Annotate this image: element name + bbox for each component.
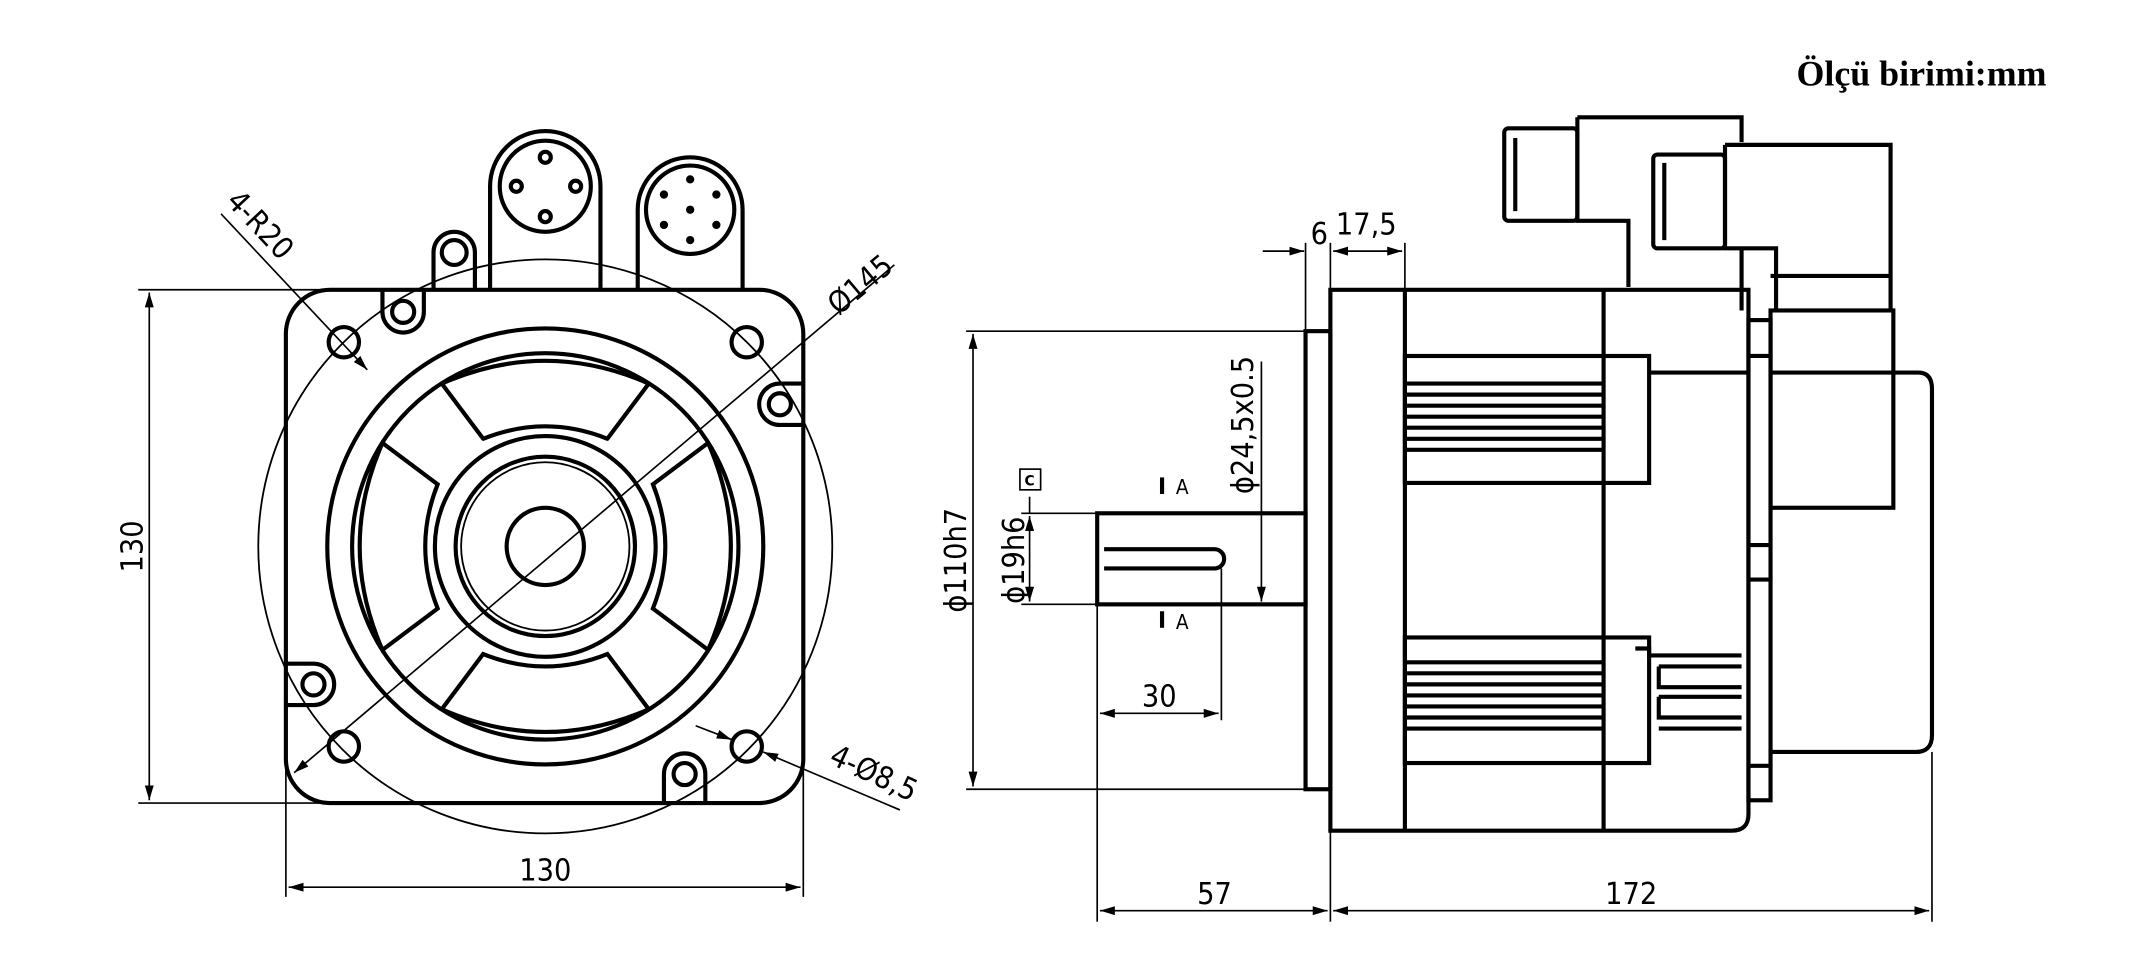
unit-title: Ölçü birimi:mm <box>1797 54 2047 94</box>
section-label-top: A <box>1176 475 1189 499</box>
spoke-windows <box>357 358 733 734</box>
flange-depth-label: 17,5 <box>1336 208 1397 243</box>
bolt-circle-label: Ø145 <box>821 248 900 322</box>
fins-bottom <box>1402 635 1652 766</box>
shaft <box>1095 511 1308 607</box>
side-view: ϕ110h7 ϕ19h6 C ϕ24,5x0.5 A A 6 17,5 30 5… <box>939 115 1935 922</box>
connector-power <box>488 129 603 290</box>
front-view: 130 130 Ø145 4-R20 4-Ø8,5 <box>115 129 923 897</box>
outer-ring <box>325 326 766 767</box>
shaft-diameter-label: ϕ19h6 <box>997 516 1032 603</box>
keyway <box>1104 547 1227 571</box>
key-length-label: 30 <box>1142 679 1177 714</box>
datum-box <box>1019 468 1042 491</box>
front-height-label: 130 <box>115 520 150 572</box>
shaft-length-label: 57 <box>1197 877 1232 912</box>
connector-encoder <box>635 155 745 290</box>
side-connector-power <box>1502 115 1744 287</box>
shoulder-label: ϕ24,5x0.5 <box>1226 356 1261 494</box>
fins <box>1404 370 1749 731</box>
datum-label: C <box>1025 474 1035 490</box>
bolt-circle <box>257 258 834 835</box>
connector-brake <box>431 229 477 290</box>
encoder-cover <box>1770 370 1935 755</box>
shaft-end <box>504 505 586 588</box>
encoder-spacer <box>1746 318 1773 803</box>
body-length-label: 172 <box>1605 877 1657 912</box>
pilot-label: ϕ110h7 <box>939 508 974 613</box>
fins-top <box>1402 353 1652 485</box>
flange-thickness-label: 6 <box>1311 217 1328 252</box>
lifting-tabs <box>285 289 804 804</box>
front-width-label: 130 <box>519 853 571 888</box>
flange-square <box>283 287 806 806</box>
section-label-bottom: A <box>1176 610 1189 634</box>
side-connector-encoder <box>1651 142 1893 311</box>
pilot-flange <box>1303 329 1333 792</box>
motor-body <box>1328 287 1751 833</box>
boss <box>432 433 658 659</box>
encoder-box <box>1768 308 1896 510</box>
